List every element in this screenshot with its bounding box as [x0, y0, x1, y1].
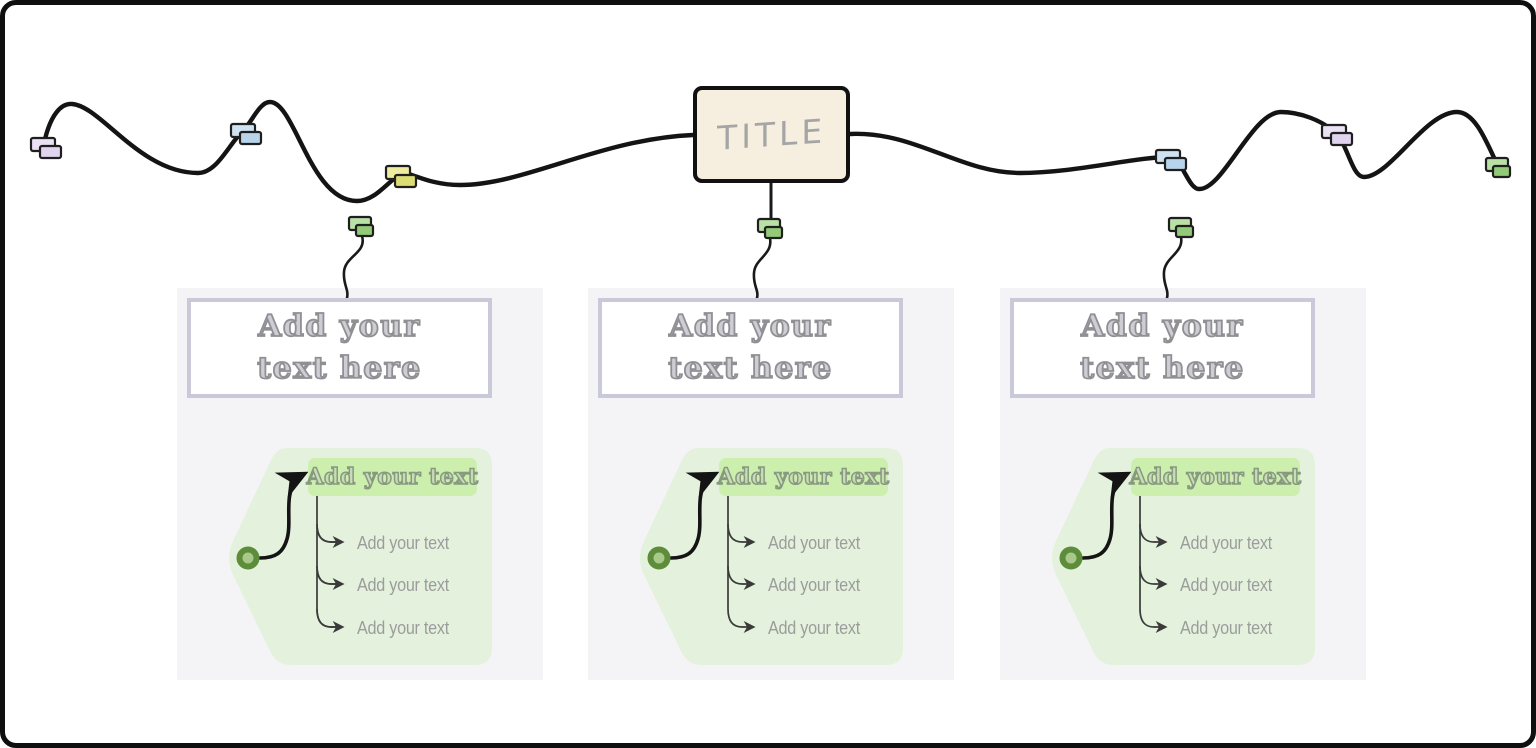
start-dot-icon	[647, 546, 671, 570]
map-node-green-end-icon	[1484, 156, 1512, 179]
map-node-green-panel3-icon	[1167, 216, 1195, 239]
wave-line-left	[42, 99, 696, 204]
branch-graphic-panel-3	[1052, 448, 1315, 665]
branch-arrow	[727, 608, 756, 633]
panel-3-header-box[interactable]: Add your text here	[1010, 298, 1315, 398]
panel-1-header-box[interactable]: Add your text here	[187, 298, 492, 398]
panel-2-header-label: Add your text here	[667, 308, 833, 387]
panel-2-root-highlight[interactable]: Add your text	[717, 458, 890, 496]
panel-1-header-label: Add your text here	[256, 308, 422, 387]
panel-3-root-label: Add your text	[1129, 463, 1302, 491]
branch-arrow	[727, 565, 756, 590]
panel-3-branch-item[interactable]: Add your text	[1180, 618, 1272, 638]
start-dot-icon	[1059, 546, 1083, 570]
panel-1-branch-item[interactable]: Add your text	[357, 575, 449, 595]
map-node-purple-left-icon	[29, 136, 63, 160]
branch-arrow	[316, 608, 345, 633]
title-label: Title	[716, 111, 827, 158]
blob-shape	[229, 448, 492, 665]
branch-arrow	[727, 523, 756, 548]
branch-arrow	[1139, 523, 1168, 548]
map-node-purple-right-icon	[1320, 123, 1354, 147]
panel-2-branch-item[interactable]: Add your text	[768, 618, 860, 638]
map-node-blue-left-icon	[229, 122, 263, 146]
panel-2-header-box[interactable]: Add your text here	[598, 298, 903, 398]
panel-1-root-highlight[interactable]: Add your text	[306, 458, 479, 496]
branch-arrow	[1139, 565, 1168, 590]
curved-arrow-icon	[1081, 471, 1132, 560]
map-node-green-panel1-icon	[347, 215, 375, 238]
mind-map-graphics	[29, 99, 1512, 665]
branch-arrow	[316, 565, 345, 590]
branch-graphic-panel-2	[640, 448, 903, 665]
map-node-blue-right-icon	[1154, 148, 1188, 172]
panel-2-root-label: Add your text	[717, 463, 890, 491]
curved-arrow-icon	[258, 471, 309, 560]
panel-2-branch-item[interactable]: Add your text	[768, 533, 860, 553]
branch-arrow	[316, 523, 345, 548]
drop-line-panel-1	[342, 234, 364, 300]
panel-1-root-label: Add your text	[306, 463, 479, 491]
panel-3-branch-item[interactable]: Add your text	[1180, 575, 1272, 595]
panel-1-branch-item[interactable]: Add your text	[357, 618, 449, 638]
panel-2-branch-item[interactable]: Add your text	[768, 575, 860, 595]
map-node-green-title-icon	[756, 217, 784, 240]
title-box[interactable]: Title	[693, 86, 850, 183]
map-node-yellow-icon	[384, 164, 418, 189]
blob-shape	[640, 448, 903, 665]
wave-line-right	[847, 109, 1499, 192]
branch-arrow	[1139, 608, 1168, 633]
panel-3-branch-item[interactable]: Add your text	[1180, 533, 1272, 553]
start-dot-icon	[236, 546, 260, 570]
panel-3-root-highlight[interactable]: Add your text	[1129, 458, 1302, 496]
drop-line-panel-3	[1162, 235, 1183, 300]
panel-3-header-label: Add your text here	[1079, 308, 1245, 387]
panel-1-branch-item[interactable]: Add your text	[357, 533, 449, 553]
blob-shape	[1052, 448, 1315, 665]
branch-graphic-panel-1	[229, 448, 492, 665]
drop-line-panel-2	[752, 236, 772, 300]
curved-arrow-icon	[669, 471, 720, 560]
